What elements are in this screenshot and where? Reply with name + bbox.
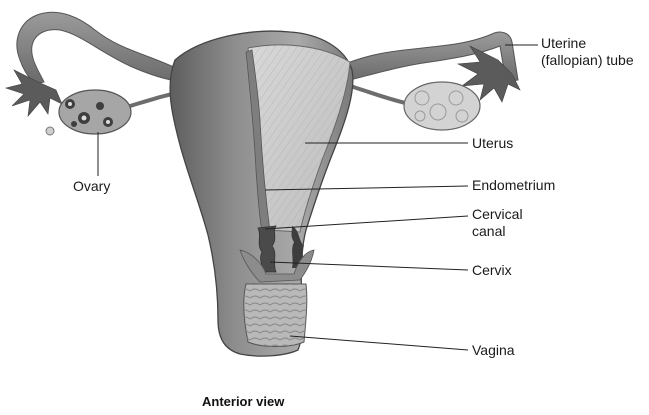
label-uterine-tube-line2: (fallopian) tube <box>541 52 634 69</box>
label-endometrium: Endometrium <box>472 177 555 194</box>
right-ovary <box>404 82 480 130</box>
left-uterine-tube <box>17 12 182 84</box>
label-uterus: Uterus <box>472 135 513 152</box>
left-ovary <box>59 90 131 134</box>
ovum <box>46 127 54 135</box>
label-uterine-tube-line1: Uterine <box>541 35 634 52</box>
figure-caption: Anterior view <box>202 394 284 409</box>
label-ovary: Ovary <box>73 178 110 195</box>
label-vagina: Vagina <box>472 342 515 359</box>
label-cervical-canal: Cervical canal <box>472 206 523 240</box>
label-uterine-tube: Uterine (fallopian) tube <box>541 35 634 69</box>
label-cervix: Cervix <box>472 262 512 279</box>
label-cervical-canal-line1: Cervical <box>472 206 523 223</box>
label-cervical-canal-line2: canal <box>472 223 523 240</box>
right-ovarian-ligament <box>350 86 410 104</box>
